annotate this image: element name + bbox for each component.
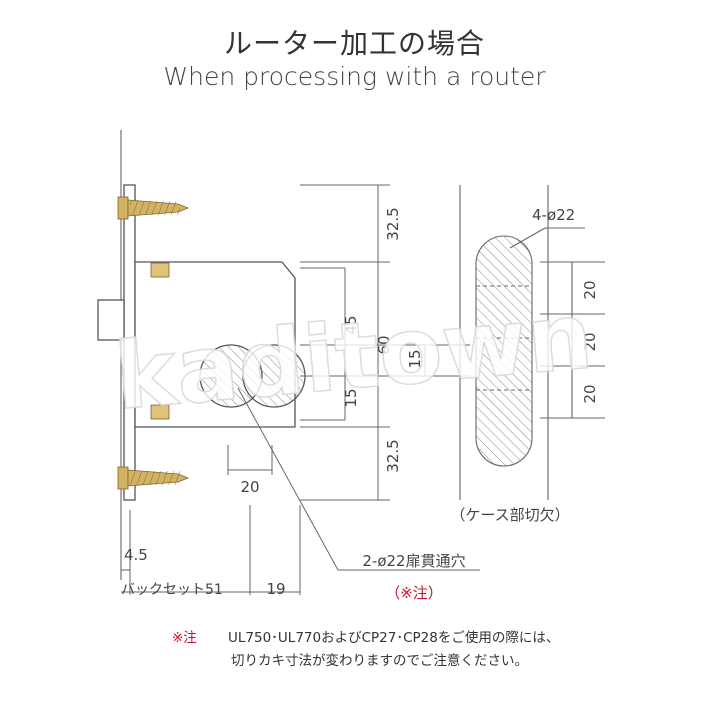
dim-45: 45 [342,315,360,334]
dim-case-holes: 4-ø22 [532,206,575,224]
label-note-ref: （※注） [385,584,443,602]
dim-bottom-32-5: 32.5 [384,439,402,472]
screw-top [117,196,190,220]
title-english: When processing with a router [163,62,546,91]
dimension-texts: 32.5 45 60 15 15 32.5 20 4.5 バックセット51 19… [121,206,599,602]
note-line-1: ※注 UL750･UL770およびCP27･CP28をご使用の際には、 [172,626,692,646]
dim-4-5: 4.5 [124,546,148,564]
note-mark: ※注 [172,630,197,646]
cutout-slot [475,235,533,467]
note-line-2: 切りカキ寸法が変わりますのでご注意ください。 [231,653,528,669]
case-cutout-drawing [459,185,605,500]
dim-15-right: 15 [406,349,424,368]
dimension-lines [121,184,480,595]
dim-top-32-5: 32.5 [384,207,402,240]
latch-bolt [97,299,125,341]
dim-case-20-c: 20 [581,384,599,403]
faceplate [123,184,136,501]
dim-60: 60 [375,335,393,354]
screw-bottom [117,466,190,490]
note-text-1: UL750･UL770およびCP27･CP28をご使用の際には、 [228,630,560,646]
through-hole-2 [242,344,306,408]
dim-case-20-a: 20 [581,280,599,299]
dim-20-hole: 20 [240,478,259,496]
dim-19: 19 [266,580,285,598]
lock-body-drawing [97,130,306,580]
dim-backset: バックセット51 [121,582,223,598]
dim-15-left: 15 [342,388,360,407]
title-japanese: ルーター加工の場合 [223,27,485,60]
label-case-cutout: （ケース部切欠） [450,506,569,524]
dim-case-20-b: 20 [581,332,599,351]
label-through-hole: 2-ø22扉貫通穴 [362,552,465,570]
